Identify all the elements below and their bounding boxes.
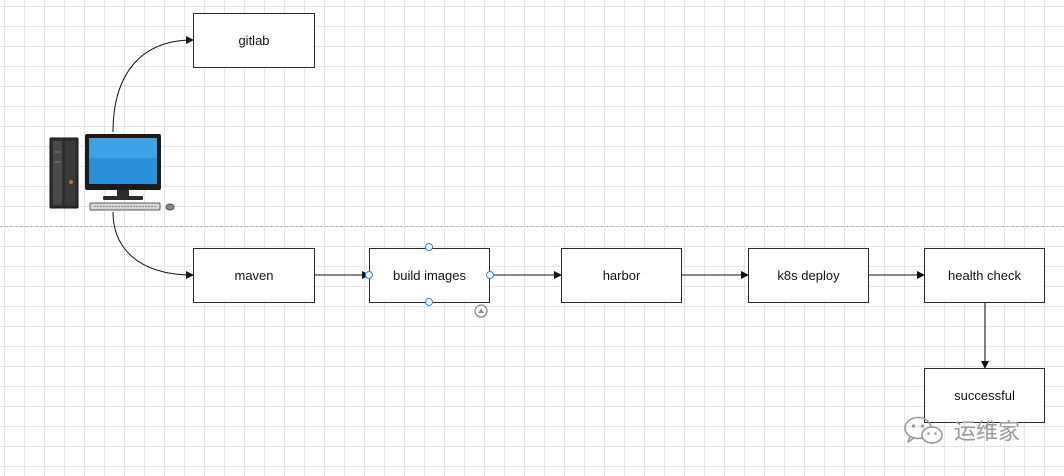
node-harbor[interactable]: harbor — [561, 248, 682, 303]
node-gitlab[interactable]: gitlab — [193, 13, 315, 68]
wechat-icon — [904, 416, 943, 444]
connection-handle-bottom[interactable] — [425, 298, 433, 306]
edge-computer-maven[interactable] — [112, 211, 194, 279]
edge-computer-gitlab[interactable] — [112, 36, 194, 133]
watermark: 运维家 — [902, 414, 1020, 446]
expand-arrow-icon[interactable] — [474, 304, 488, 318]
watermark-text: 运维家 — [954, 419, 1021, 444]
node-health-check-label: health check — [948, 268, 1021, 283]
desktop-computer-icon[interactable] — [46, 132, 180, 214]
connection-handle-left[interactable] — [365, 271, 373, 279]
connection-handle-top[interactable] — [425, 243, 433, 251]
node-build-images-label: build images — [393, 268, 466, 283]
connection-handle-right[interactable] — [486, 271, 494, 279]
node-build-images[interactable]: build images — [369, 248, 490, 303]
node-harbor-label: harbor — [602, 268, 641, 283]
node-gitlab-label: gitlab — [238, 33, 270, 48]
node-maven-label: maven — [234, 268, 274, 283]
page-break-line — [0, 226, 1064, 227]
node-k8s-deploy[interactable]: k8s deploy — [748, 248, 869, 303]
node-health-check[interactable]: health check — [924, 248, 1045, 303]
node-k8s-deploy-label: k8s deploy — [777, 268, 840, 283]
node-successful-label: successful — [954, 388, 1015, 403]
node-successful[interactable]: successful — [924, 368, 1045, 423]
node-maven[interactable]: maven — [193, 248, 315, 303]
